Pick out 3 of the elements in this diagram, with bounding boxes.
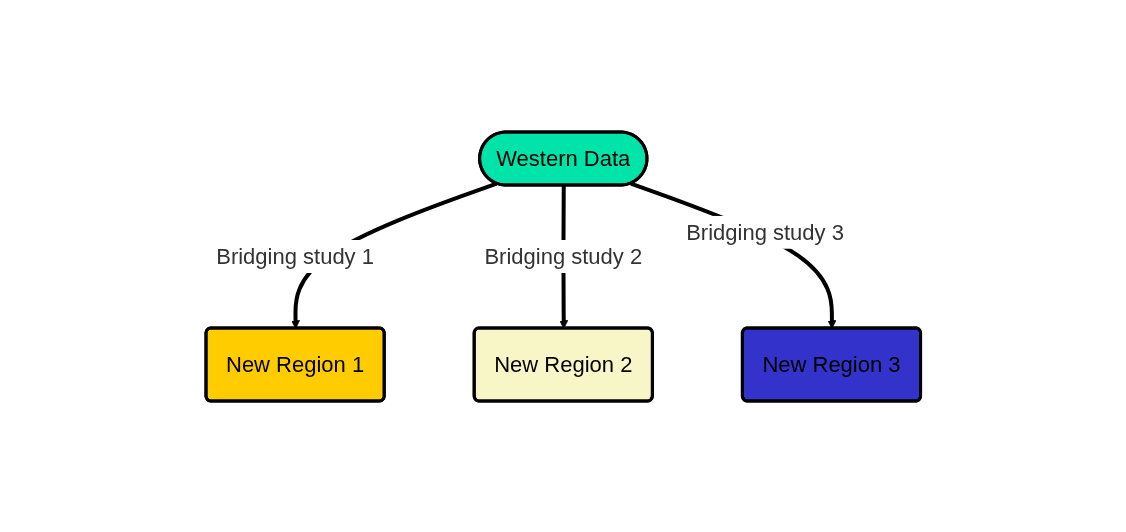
edge-label: Bridging study 1 xyxy=(215,243,374,269)
edge-label: Bridging study 3 xyxy=(685,219,844,245)
edge-label: Bridging study 2 xyxy=(484,243,642,269)
